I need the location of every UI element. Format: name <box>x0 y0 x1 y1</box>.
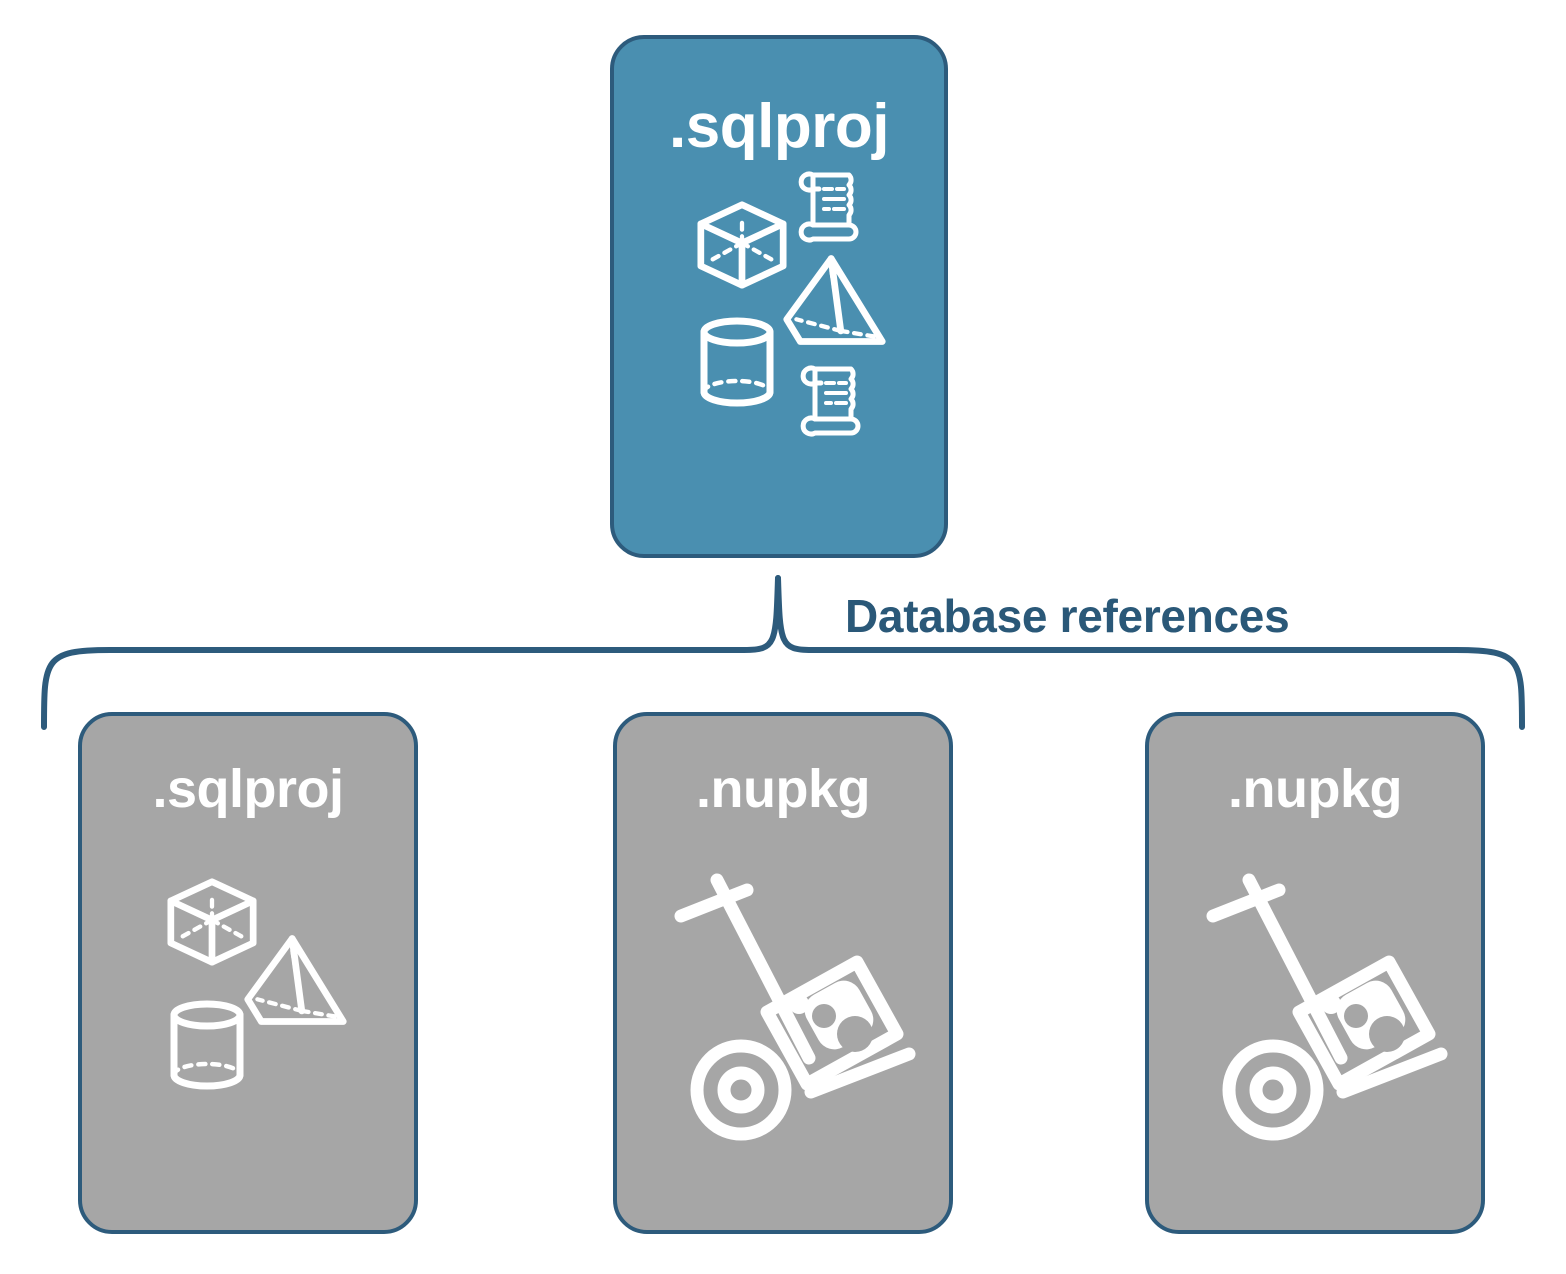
node-title-child-1: .nupkg <box>696 759 870 819</box>
node-title-root: .sqlproj <box>669 92 889 161</box>
node-card-child-nupkg-1[interactable]: .nupkg <box>613 712 953 1234</box>
cube-icon <box>164 876 260 966</box>
pyramid-icon <box>781 251 889 351</box>
cylinder-icon <box>167 999 247 1091</box>
node-card-child-sqlproj[interactable]: .sqlproj <box>78 712 418 1234</box>
scroll-icon <box>798 361 868 439</box>
cube-icon <box>694 199 790 289</box>
cylinder-icon <box>697 316 777 408</box>
hand-truck-package-icon <box>1191 868 1461 1148</box>
node-card-child-nupkg-2[interactable]: .nupkg <box>1145 712 1485 1234</box>
scroll-icon <box>796 167 866 245</box>
edge-label-database-references: Database references <box>845 590 1290 642</box>
node-title-child-0: .sqlproj <box>152 759 344 819</box>
node-card-root-sqlproj[interactable]: .sqlproj <box>610 35 948 558</box>
node-title-child-2: .nupkg <box>1228 759 1402 819</box>
pyramid-icon <box>242 931 350 1031</box>
hand-truck-package-icon <box>659 868 929 1148</box>
